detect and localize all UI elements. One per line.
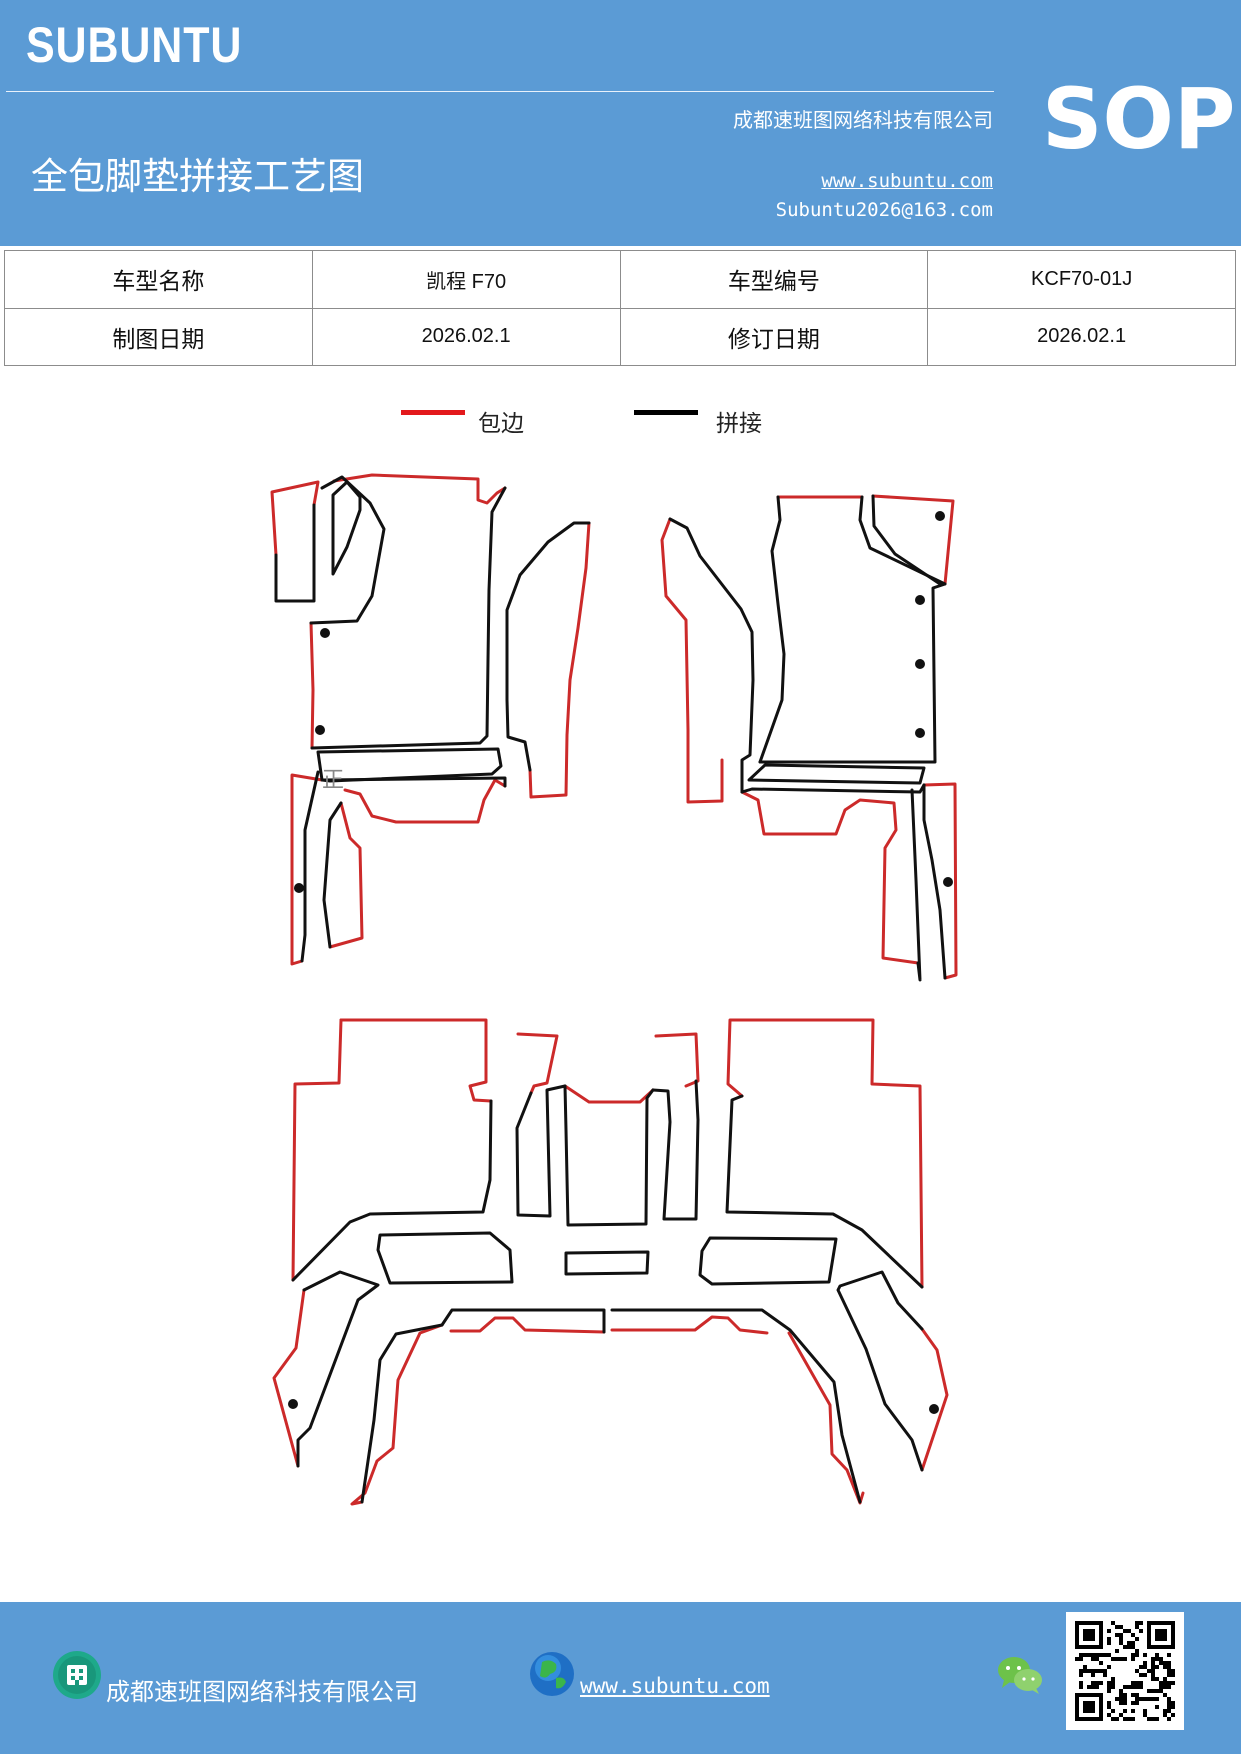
mat-seam [376,1231,514,1285]
drawing-date-label: 制图日期 [4,307,313,366]
model-name-value: 凯程 F70 [311,250,621,309]
mat-edge [350,1323,444,1506]
footer-banner: 成都速班图网络科技有限公司 www.subuntu.com [0,1602,1241,1754]
header-company: 成都速班图网络科技有限公司 [733,108,993,132]
mat-seam [440,1308,606,1334]
mat-seam [309,475,386,625]
mat-seam [505,521,591,772]
mat-seam [322,801,343,949]
mat-edge [563,1084,655,1104]
mat-seam [758,495,947,764]
mat-edge [343,778,507,824]
mat-seam [725,1094,924,1289]
fastener-dot [315,725,325,735]
mat-seam [610,1308,862,1504]
legend-edge-swatch [401,410,465,415]
building-icon [53,1651,101,1699]
mat-seam [563,1084,655,1227]
page-title: 全包脚垫拼接工艺图 [31,155,364,198]
vehicle-info-table: 车型名称 凯程 F70 车型编号 KCF70-01J 制图日期 2026.02.… [4,250,1236,366]
fastener-dot [915,728,925,738]
mat-seam [360,1323,444,1504]
mat-seam [564,1250,650,1276]
mat-seam [291,1099,493,1282]
mat-seam [758,495,786,764]
mat-seam [747,763,926,785]
mat-seam [310,486,507,750]
revision-date-label: 修订日期 [619,307,929,366]
fastener-dot [943,877,953,887]
fastener-dot [935,511,945,521]
mat-edge [270,480,320,557]
mat-edge [516,1032,559,1095]
qr-code [1066,1612,1184,1730]
stray-label: 正 [322,768,344,793]
fastener-dot [929,1404,939,1414]
model-code-value: KCF70-01J [927,250,1236,309]
mat-seam [651,1079,700,1221]
mat-edge [660,517,724,804]
model-code-label: 车型编号 [619,250,929,309]
logo: SUBUNTU [26,17,243,73]
revision-date-value: 2026.02.1 [927,307,1236,366]
floor-mat-diagram: 正 [270,473,958,1506]
mat-edge [449,1316,606,1334]
mat-seam [274,503,316,603]
fastener-dot [294,883,304,893]
mat-edge [610,1315,769,1335]
table-row: 车型名称 凯程 F70 车型编号 KCF70-01J [4,250,1236,309]
fastener-dot [288,1399,298,1409]
mat-edge [528,521,591,799]
mat-seam [698,1236,838,1286]
mat-seam [331,480,362,576]
mat-seam [668,517,755,794]
mat-edge [339,1018,493,1103]
mat-seam [836,1270,924,1472]
mat-edge [328,801,364,949]
mat-seam [740,783,926,794]
legend-seam-label: 拼接 [716,411,762,437]
legend-edge-label: 包边 [478,411,524,437]
model-name-label: 车型名称 [4,250,313,309]
fastener-dot [915,595,925,605]
mat-seam [296,1270,380,1468]
mat-seam [910,788,922,982]
mat-edge [920,1327,949,1472]
fastener-dot [320,628,330,638]
header-website-link[interactable]: www.subuntu.com [821,170,993,192]
mat-edge [654,1032,700,1088]
mat-seam [515,1084,567,1218]
header-email: Subuntu2026@163.com [775,199,993,221]
header-divider [6,91,994,92]
drawing-date-value: 2026.02.1 [311,307,621,366]
mat-edge [332,473,507,505]
table-row: 制图日期 2026.02.1 修订日期 2026.02.1 [4,307,1236,366]
footer-company: 成都速班图网络科技有限公司 [106,1678,418,1706]
mat-edge [272,1288,306,1468]
mat-edge [740,790,920,965]
mat-seam [871,494,942,586]
fastener-dot [915,659,925,669]
mat-edge [291,1018,343,1282]
sop-badge: SOP [1042,70,1236,168]
mat-edge [726,1018,924,1289]
legend-seam-swatch [634,410,698,415]
globe-icon [530,1652,574,1696]
footer-website-link[interactable]: www.subuntu.com [580,1674,770,1698]
mat-seam [316,747,503,783]
mat-seam [320,776,507,788]
mat-edge [871,494,955,586]
wechat-icon [998,1657,1042,1694]
mat-seam [922,783,947,980]
mat-edge [922,782,958,980]
header-banner: SUBUNTU 成都速班图网络科技有限公司 全包脚垫拼接工艺图 www.subu… [0,0,1241,246]
mat-edge [290,773,324,966]
mat-edge [309,621,315,750]
mat-seam [300,770,320,963]
